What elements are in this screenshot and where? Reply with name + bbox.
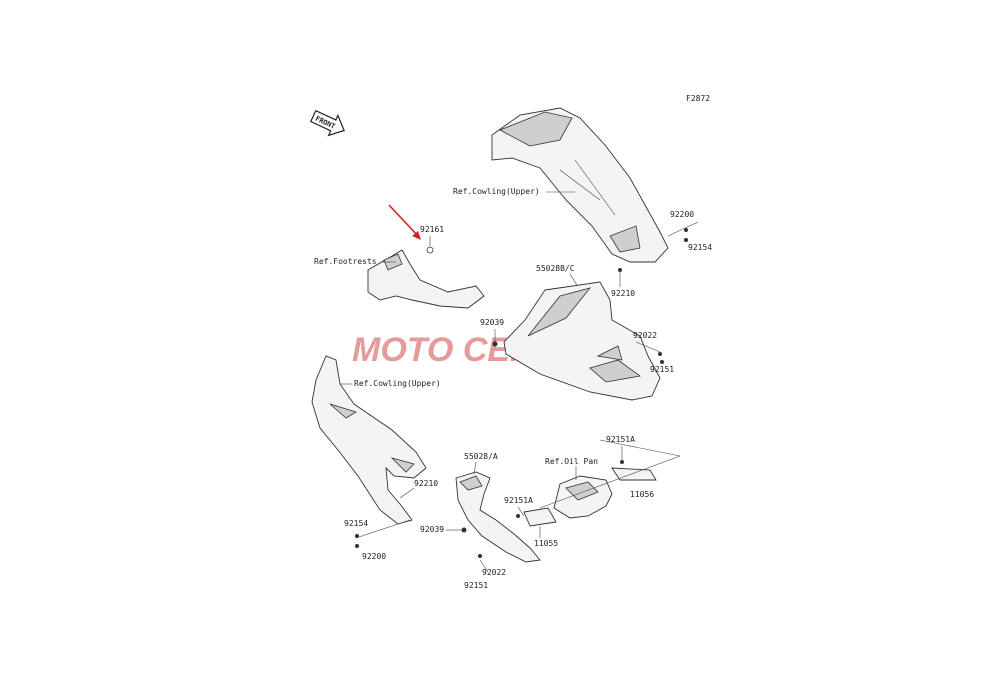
side-panel-right-part bbox=[503, 281, 661, 401]
cowling-upper-left-part bbox=[311, 355, 427, 525]
figure-code: F2872 bbox=[686, 94, 710, 103]
ref-oil-pan: Ref.Oil Pan bbox=[545, 457, 598, 466]
part-92022-bottom: 92022 bbox=[482, 568, 506, 577]
part-11056: 11056 bbox=[630, 490, 654, 499]
part-92154-left: 92154 bbox=[344, 519, 368, 528]
red-pointer-arrow-icon bbox=[388, 204, 421, 240]
oil-pan-part bbox=[553, 475, 613, 519]
side-panel-lower-part bbox=[455, 471, 541, 563]
bracket-11055-part bbox=[523, 507, 557, 527]
part-92151-bottom: 92151 bbox=[464, 581, 488, 590]
part-92151a-mid: 92151A bbox=[504, 496, 533, 505]
part-92200-left: 92200 bbox=[362, 552, 386, 561]
part-11055: 11055 bbox=[534, 539, 558, 548]
part-92154-top: 92154 bbox=[688, 243, 712, 252]
part-92210-top: 92210 bbox=[611, 289, 635, 298]
part-55028a: 55028/A bbox=[464, 452, 498, 461]
ref-footrests: Ref.Footrests bbox=[314, 257, 377, 266]
bracket-11056-part bbox=[611, 467, 657, 481]
part-92210-left: 92210 bbox=[414, 479, 438, 488]
ref-cowling-upper-left: Ref.Cowling(Upper) bbox=[354, 379, 441, 388]
part-92039-bottom: 92039 bbox=[420, 525, 444, 534]
part-92151a-top: 92151A bbox=[606, 435, 635, 444]
part-55028bc: 55028B/C bbox=[536, 264, 575, 273]
cowling-upper-top-part bbox=[491, 107, 669, 263]
footrest-bracket-part bbox=[367, 246, 485, 309]
front-arrow-icon: FRONT bbox=[309, 109, 345, 137]
ref-cowling-upper-top: Ref.Cowling(Upper) bbox=[453, 187, 540, 196]
part-92022-top: 92022 bbox=[633, 331, 657, 340]
part-92161: 92161 bbox=[420, 225, 444, 234]
part-92039-top: 92039 bbox=[480, 318, 504, 327]
part-92200-top: 92200 bbox=[670, 210, 694, 219]
part-92151-top: 92151 bbox=[650, 365, 674, 374]
